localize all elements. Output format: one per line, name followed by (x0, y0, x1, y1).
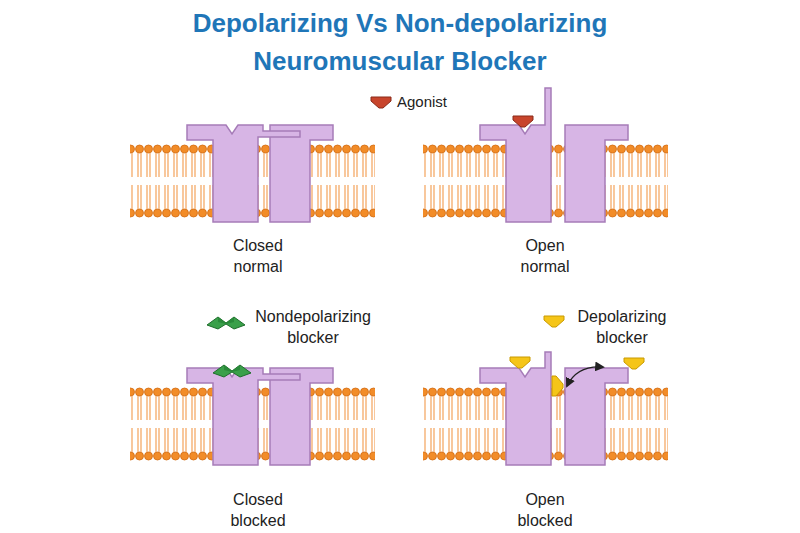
key-label: Nondepolarizing blocker (248, 306, 378, 348)
channel-open (423, 88, 668, 222)
key-label: Agonist (397, 93, 447, 111)
panel-caption: Open normal (505, 235, 585, 277)
nondepolarizing-symbol (207, 317, 245, 329)
channel-closed (130, 125, 375, 222)
panel-caption: Closed blocked (218, 489, 298, 531)
channel-open-blocked (423, 352, 668, 465)
panel-caption: Closed normal (218, 235, 298, 277)
key-label: Depolarizing blocker (566, 306, 678, 348)
agonist-symbol (371, 97, 391, 108)
panel-caption: Open blocked (505, 489, 585, 531)
channel-closed-blocked (130, 365, 375, 465)
depolarizing-symbol (544, 316, 564, 327)
title: Depolarizing Vs Non-depolarizing Neuromu… (160, 4, 640, 80)
